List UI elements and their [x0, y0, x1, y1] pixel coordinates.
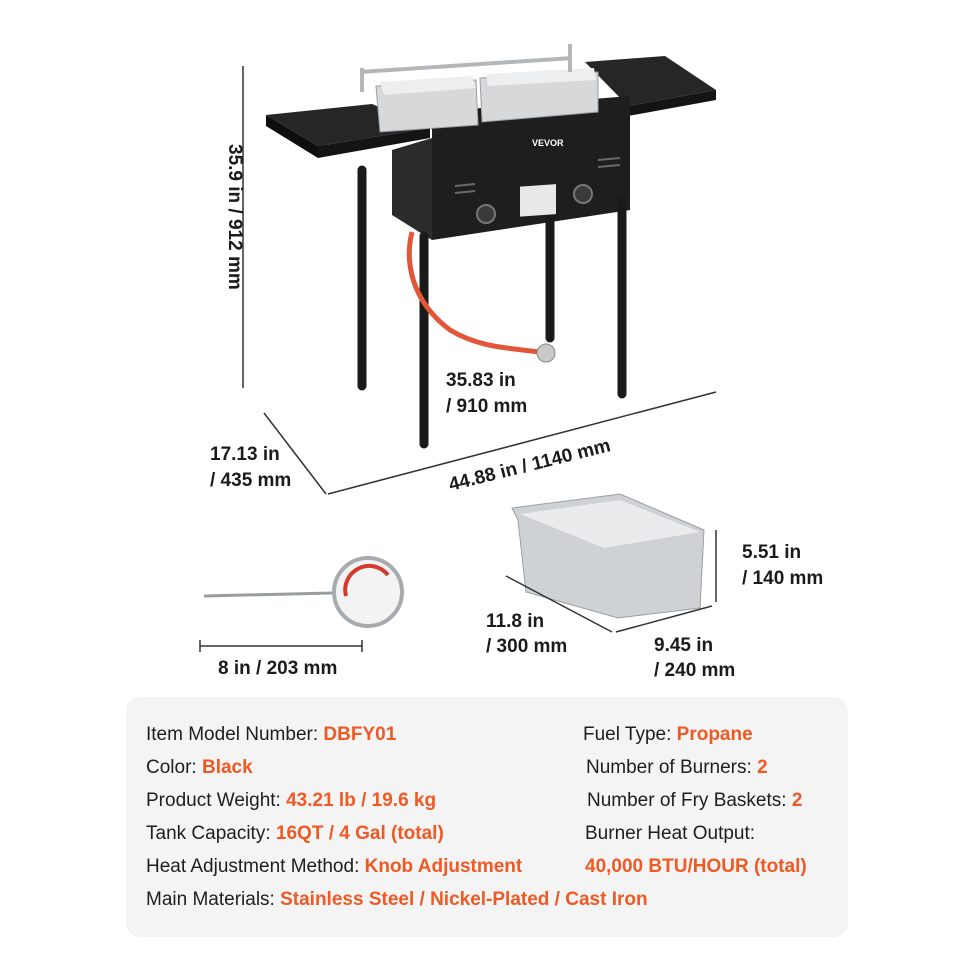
gas-hose — [406, 231, 541, 355]
spec-fuel-key: Fuel Type: — [583, 724, 677, 745]
spec-color-value: Black — [201, 757, 253, 778]
spec-model-value: DBFY01 — [323, 724, 397, 745]
depth-dimension-line — [263, 412, 327, 495]
spec-materials-value: Stainless Steel / Nickel-Plated / Cast I… — [280, 889, 648, 910]
spec-baskets: Number of Fry Baskets: 2 — [587, 789, 802, 813]
regulator-icon — [536, 343, 556, 363]
height-label: 35.9 in / 912 mm — [224, 144, 245, 290]
spec-output: Burner Heat Output: — [585, 822, 755, 846]
brand-plate: VEVOR — [532, 138, 564, 148]
spec-weight-key: Product Weight: — [146, 790, 287, 811]
basket-width-label-b: / 240 mm — [654, 660, 736, 681]
spec-heat-value: Knob Adjustment — [364, 856, 523, 877]
left-knob-icon — [476, 204, 496, 224]
basket-height-label-a: 5.51 in — [742, 542, 802, 563]
spec-output-key: Burner Heat Output: — [585, 823, 756, 844]
spec-tank-key: Tank Capacity: — [146, 823, 276, 844]
spec-burners: Number of Burners: 2 — [586, 756, 768, 780]
fryer-body — [432, 96, 630, 240]
basket-width-label-a: 9.45 in — [654, 635, 714, 656]
spec-weight: Product Weight: 43.21 lb / 19.6 kg — [146, 789, 436, 813]
spec-tank: Tank Capacity: 16QT / 4 Gal (total) — [146, 822, 444, 846]
spec-fuel: Fuel Type: Propane — [583, 723, 753, 747]
basket-length-label-b: / 300 mm — [486, 636, 568, 657]
spec-fuel-value: Propane — [676, 724, 753, 745]
spec-tank-value: 16QT / 4 Gal (total) — [275, 823, 444, 844]
depth-label-b: / 435 mm — [210, 470, 292, 491]
spec-materials-key: Main Materials: — [146, 889, 281, 910]
spec-color-key: Color: — [146, 757, 202, 778]
spec-model: Item Model Number: DBFY01 — [146, 723, 396, 747]
spec-burners-value: 2 — [757, 757, 768, 778]
basket-height-label-b: / 140 mm — [742, 568, 824, 589]
spec-heat: Heat Adjustment Method: Knob Adjustment — [146, 855, 522, 879]
spec-model-key: Item Model Number: — [146, 724, 324, 745]
depth-label-a: 17.13 in — [210, 444, 280, 465]
spec-materials: Main Materials: Stainless Steel / Nickel… — [146, 888, 648, 912]
spec-baskets-key: Number of Fry Baskets: — [587, 790, 792, 811]
spec-color: Color: Black — [146, 756, 253, 780]
hose-length-label-a: 35.83 in — [446, 370, 516, 391]
spec-output-value-row: 40,000 BTU/HOUR (total) — [585, 855, 807, 879]
spec-card — [126, 697, 848, 937]
thermometer-length-label: 8 in / 203 mm — [218, 658, 338, 679]
width-dimension-line — [327, 391, 717, 495]
spec-baskets-value: 2 — [791, 790, 803, 811]
spec-weight-value: 43.21 lb / 19.6 kg — [286, 790, 437, 811]
spec-heat-key: Heat Adjustment Method: — [146, 856, 365, 877]
right-side-table — [585, 56, 716, 106]
hose-length-label-b: / 910 mm — [446, 396, 528, 417]
basket-length-label-a: 11.8 in — [486, 611, 545, 632]
right-knob-icon — [573, 184, 593, 204]
spec-burners-key: Number of Burners: — [586, 757, 758, 778]
spec-output-value: 40,000 BTU/HOUR (total) — [585, 856, 807, 877]
thermometer-probe — [203, 591, 333, 598]
